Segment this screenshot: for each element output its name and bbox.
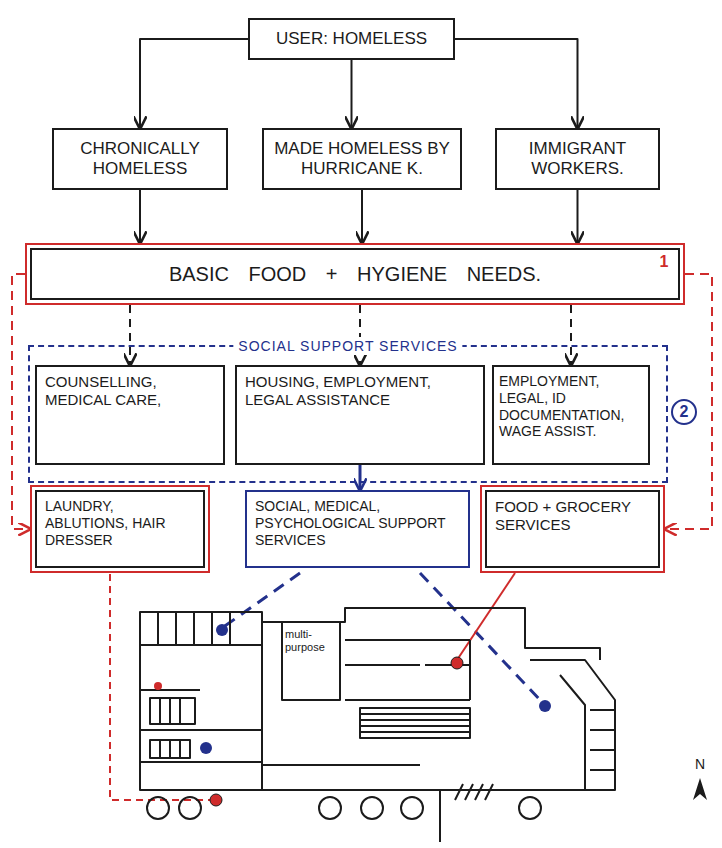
- user-group-box: IMMIGRANT WORKERS.: [495, 128, 660, 190]
- leader-line: [457, 573, 515, 660]
- facility-box: SOCIAL, MEDICAL, PSYCHOLOGICAL SUPPORT S…: [245, 490, 470, 568]
- floor-plan: [140, 608, 615, 842]
- location-dot: [210, 794, 222, 806]
- user-group-box: MADE HOMELESS BY HURRICANE K.: [262, 128, 462, 190]
- flow-arrow: [359, 305, 361, 365]
- flow-arrow: [359, 465, 362, 490]
- box-text: HOUSING, EMPLOYMENT, LEGAL ASSISTANCE: [245, 373, 475, 409]
- box-text: BASIC FOOD + HYGIENE NEEDS.: [40, 262, 670, 286]
- flow-arrow: [140, 39, 248, 128]
- service-box: HOUSING, EMPLOYMENT, LEGAL ASSISTANCE: [235, 365, 485, 465]
- column-symbol: [519, 797, 541, 819]
- north-arrow: [693, 778, 707, 800]
- location-dot: [539, 700, 551, 712]
- location-dot: [154, 682, 162, 690]
- box-text: FOOD + GROCERY SERVICES: [495, 498, 650, 534]
- flow-arrow: [361, 190, 363, 243]
- service-box: COUNSELLING, MEDICAL CARE,: [35, 365, 225, 465]
- box-text: EMPLOYMENT, LEGAL, ID DOCUMENTATION, WAG…: [499, 373, 643, 440]
- flow-arrow: [455, 39, 578, 128]
- location-dot: [200, 742, 212, 754]
- location-dot: [216, 624, 228, 636]
- facility-box: FOOD + GROCERY SERVICES: [485, 490, 660, 568]
- region-heading: SOCIAL SUPPORT SERVICES: [233, 337, 462, 355]
- flow-arrow: [577, 190, 579, 243]
- column-symbol: [179, 797, 201, 819]
- service-region: SOCIAL SUPPORT SERVICESCOUNSELLING, MEDI…: [28, 345, 668, 483]
- facility-box: LAUNDRY, ABLUTIONS, HAIR DRESSER: [35, 490, 205, 568]
- callout-number: 1: [652, 250, 676, 274]
- box-text: SOCIAL, MEDICAL, PSYCHOLOGICAL SUPPORT S…: [255, 498, 460, 548]
- box-text: IMMIGRANT WORKERS.: [505, 139, 650, 180]
- flow-arrow: [570, 305, 572, 365]
- callout-number: 2: [672, 400, 696, 424]
- user-group-box: CHRONICALLY HOMELESS: [52, 128, 228, 190]
- location-dot: [451, 657, 463, 669]
- leader-line: [110, 574, 210, 800]
- box-text: LAUNDRY, ABLUTIONS, HAIR DRESSER: [45, 498, 195, 548]
- user-box: USER: HOMELESS: [248, 18, 455, 60]
- box-text: CHRONICALLY HOMELESS: [62, 139, 218, 180]
- column-symbols: [147, 797, 541, 819]
- room-label: multi-purpose: [285, 628, 339, 658]
- north-label: N: [690, 756, 710, 776]
- column-symbol: [319, 797, 341, 819]
- leader-line: [222, 573, 543, 703]
- flow-arrow: [129, 305, 131, 365]
- column-symbol: [361, 797, 383, 819]
- flow-arrow: [351, 60, 353, 128]
- flow-arrow: [665, 274, 712, 529]
- service-box: EMPLOYMENT, LEGAL, ID DOCUMENTATION, WAG…: [492, 365, 650, 465]
- needs-band: BASIC FOOD + HYGIENE NEEDS.: [30, 248, 680, 300]
- flow-arrow: [139, 190, 141, 243]
- box-text: USER: HOMELESS: [258, 29, 445, 49]
- box-text: COUNSELLING, MEDICAL CARE,: [45, 373, 215, 409]
- box-text: MADE HOMELESS BY HURRICANE K.: [272, 139, 452, 180]
- column-symbol: [147, 797, 169, 819]
- column-symbol: [401, 797, 423, 819]
- callout-circle: [672, 400, 696, 424]
